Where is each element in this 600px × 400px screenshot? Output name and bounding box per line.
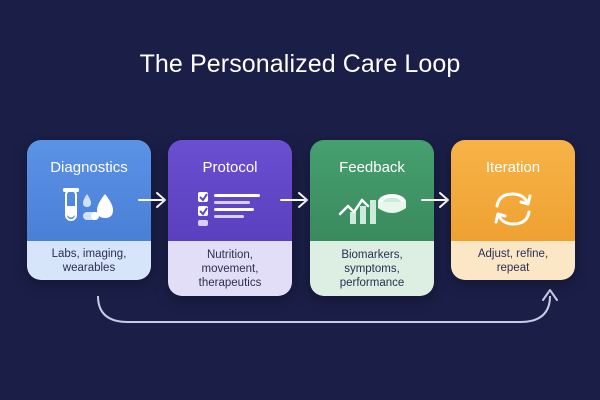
cycle-arrows-icon xyxy=(494,192,532,226)
step-card-feedback: Feedback Biomarkers, symptoms, performan… xyxy=(310,140,434,296)
step-description: Nutrition, movement, therapeutics xyxy=(168,241,292,296)
step-description: Labs, imaging, wearables xyxy=(27,241,151,280)
step-card-diagnostics: Diagnostics Labs, imaging, wearables xyxy=(27,140,151,280)
step-title: Diagnostics xyxy=(50,159,128,176)
step-card-iteration: Iteration Adjust, refine, repeat xyxy=(451,140,575,280)
step-title: Iteration xyxy=(485,159,541,176)
arrow-right-icon xyxy=(421,192,449,208)
step-title: Protocol xyxy=(202,159,258,176)
trend-chart-icon xyxy=(338,194,406,224)
step-description: Biomarkers, symptoms, performance xyxy=(310,241,434,296)
step-title: Feedback xyxy=(339,159,405,176)
arrow-right-icon xyxy=(280,192,308,208)
arrow-right-icon xyxy=(138,192,166,208)
step-card-protocol: Protocol Nutrition, movement, therapeuti… xyxy=(168,140,292,296)
diagram-title: The Personalized Care Loop xyxy=(139,50,461,78)
checklist-icon xyxy=(198,192,260,226)
test-tube-drops-pill-icon xyxy=(63,188,113,221)
step-description: Adjust, refine, repeat xyxy=(451,241,575,280)
